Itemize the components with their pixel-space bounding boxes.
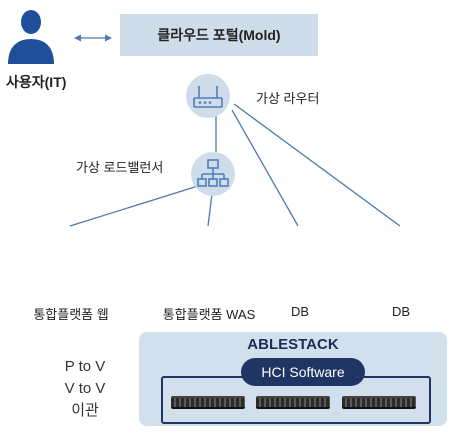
vm-caption-web: 통합플랫폼 웹 — [33, 307, 109, 322]
network-topology-icon — [191, 152, 235, 196]
hci-software-badge: HCI Software — [241, 358, 365, 386]
server-rack-icon — [342, 396, 416, 409]
router-db2-link — [233, 103, 401, 227]
vm-caption-db1: DB — [290, 304, 310, 319]
arrow-left-head — [74, 34, 81, 42]
vm-screen-label-4: VM — [389, 245, 404, 256]
load-balancer-label: 가상 로드밸런서 — [76, 160, 164, 175]
lb-was-link — [207, 193, 213, 227]
vm-monitor-icon-4 — [385, 238, 417, 270]
server-rack-icon — [256, 396, 330, 409]
vm-monitor-icon-3 — [284, 238, 316, 270]
vm-monitor-icon-2 — [193, 238, 225, 270]
ablestack-title: ABLESTACK — [247, 336, 339, 353]
router-icon — [186, 74, 230, 118]
vm-screen-label-1: VM — [59, 245, 74, 256]
vm-monitor-icons — [55, 238, 417, 270]
connectors — [69, 37, 401, 227]
migration-line-label: 이관 — [71, 402, 99, 419]
vm-screen-label-2: VM — [197, 245, 212, 256]
vm-monitor-icon-1 — [55, 238, 87, 270]
vm-caption-db2: DB — [391, 304, 411, 319]
router-label: 가상 라우터 — [256, 91, 320, 106]
lb-web-link — [69, 185, 199, 227]
migration-text: P to V V to V 이관 — [30, 356, 140, 422]
cloud-portal-box: 클라우드 포털(Mold) — [120, 14, 318, 56]
arrow-right-head — [105, 34, 112, 42]
ablestack-platform: ABLESTACK HCI Software — [139, 332, 447, 426]
server-rack-icon — [171, 396, 245, 409]
user-label: 사용자(IT) — [6, 74, 67, 90]
vm-caption-was: 통합플랫폼 WAS — [162, 307, 256, 322]
user-silhouette-icon — [8, 10, 54, 64]
router-db1-link — [231, 109, 299, 227]
vm-screen-label-3: VM — [288, 245, 303, 256]
migration-line-v2v: V to V — [64, 380, 106, 397]
migration-line-p2v: P to V — [64, 358, 106, 375]
